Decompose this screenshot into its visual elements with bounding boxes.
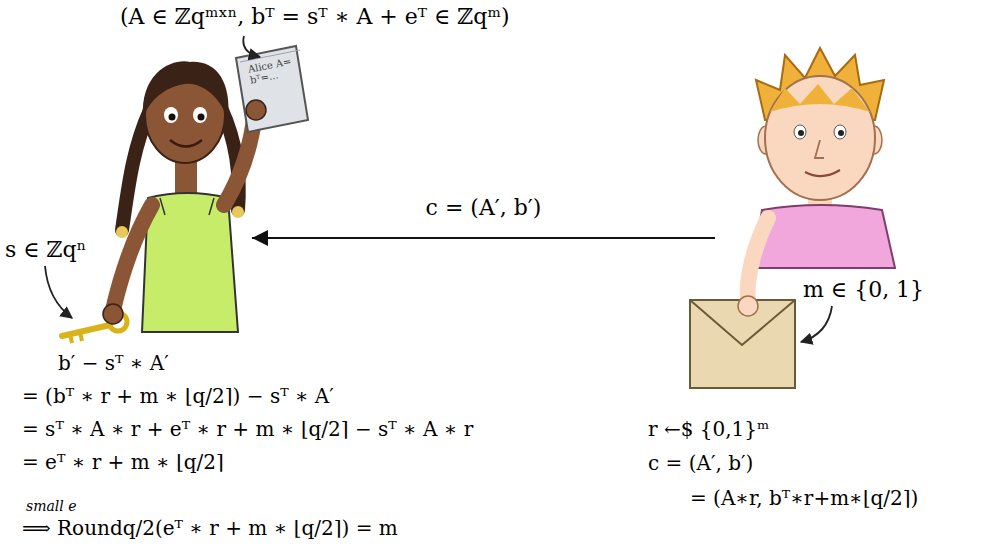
- message-arrow: [252, 237, 715, 239]
- derivation-line: ⟹ Roundq/2(eᵀ ∗ r + m ∗ ⌊q/2⌉) = m: [22, 517, 398, 539]
- alice-figure-node: (A ∈ ℤqᵐˣⁿ, bᵀ = sᵀ ∗ A + eᵀ ∈ ℤqᵐ)s ∈ ℤ…: [20, 40, 252, 340]
- pointer-arrow: [801, 306, 832, 342]
- derivation-line: = (bᵀ ∗ r + m ∗ ⌊q/2⌉) − sᵀ ∗ A′: [22, 385, 334, 407]
- edge-label: c = (A′, b′): [423, 196, 545, 220]
- derivation-line: = eᵀ ∗ r + m ∗ ⌊q/2⌉: [22, 451, 224, 473]
- pointer-arrow: [45, 266, 72, 318]
- encryption-line: r ←$ {0,1}ᵐ: [648, 418, 769, 440]
- message-label: m ∈ {0, 1}: [803, 278, 924, 302]
- arrow-annotation: small e: [26, 499, 77, 514]
- alice-figure: [62, 46, 308, 343]
- public-key-formula: (A ∈ ℤqᵐˣⁿ, bᵀ = sᵀ ∗ A + eᵀ ∈ ℤqᵐ): [120, 5, 509, 29]
- bob-figure-node: m ∈ {0, 1}: [715, 55, 910, 395]
- encryption-line: c = (A′, b′): [648, 452, 753, 474]
- bob-figure: [690, 48, 895, 388]
- derivation-line: = sᵀ ∗ A ∗ r + eᵀ ∗ r + m ∗ ⌊q/2⌉ − sᵀ ∗…: [22, 418, 473, 440]
- secret-key-label: s ∈ ℤqⁿ: [5, 238, 86, 262]
- encryption-line: = (A∗r, bᵀ∗r+m∗⌊q/2⌉): [690, 487, 918, 509]
- derivation-line: b′ − sᵀ ∗ A′: [58, 352, 169, 374]
- pointer-arrow: [243, 36, 260, 57]
